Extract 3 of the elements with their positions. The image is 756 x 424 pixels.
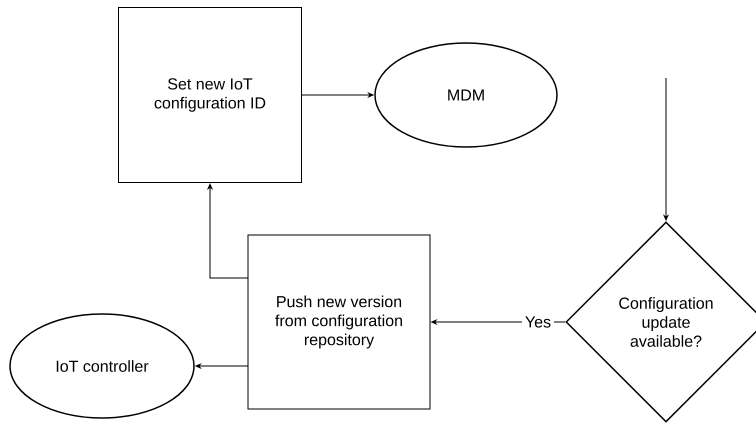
process-box: Push new version from configuration repository (248, 234, 430, 410)
edge-label: Yes (522, 313, 554, 331)
process-box: Set new IoT configuration ID (118, 7, 302, 183)
